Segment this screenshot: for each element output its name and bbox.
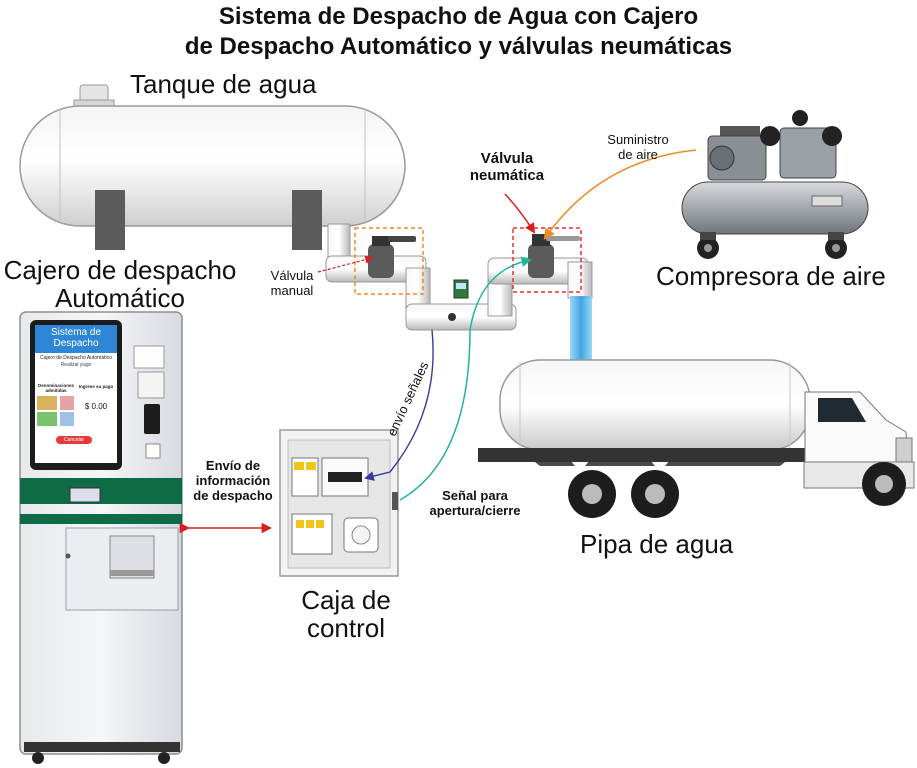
water-tank (19, 84, 406, 250)
piping (325, 223, 593, 331)
dispatch-info-label-line2: información (195, 473, 271, 488)
kiosk-screen-denominations-line2: admitidas (45, 388, 67, 393)
air-compressor (681, 110, 869, 259)
manual-valve-label: Válvula manual (262, 268, 322, 298)
control-box-label-line2: control (306, 613, 386, 643)
pneumatic-valve-label: Válvula neumática (452, 150, 562, 184)
air-supply-label-line1: Suministro (607, 132, 669, 147)
manual-valve-label-line1: Válvula (270, 268, 314, 283)
air-supply-arrow (543, 149, 697, 240)
atm-label-line2: Automático (54, 283, 186, 313)
kiosk-screen-header: Sistema de Despacho (35, 327, 117, 349)
atm-label: Cajero de despacho Automático (0, 256, 240, 312)
air-supply-label-line2: de aire (618, 147, 658, 162)
manual-valve-pointer (317, 255, 374, 273)
truck-label: Pipa de agua (580, 529, 734, 559)
kiosk-screen-make-payment: Realizar pago (60, 362, 92, 368)
kiosk-cancel-button[interactable]: Cancelar (63, 437, 84, 443)
water-truck (478, 359, 915, 518)
page-title-line2: de Despacho Automático y válvulas neumát… (184, 33, 733, 60)
open-close-signal-label-line1: Señal para (442, 488, 508, 503)
compressor-label: Compresora de aire (656, 261, 886, 291)
control-box-label: Caja de control (286, 586, 406, 642)
kiosk-screen-enter-payment: Ingrese su pago (78, 384, 114, 389)
dispatch-info-label-line3: de despacho (193, 488, 273, 503)
dispatch-kiosk (19, 311, 183, 764)
open-close-signal-label: Señal para apertura/cierre (420, 488, 530, 518)
dispatch-info-label-line1: Envío de (205, 458, 261, 473)
water-stream (570, 296, 592, 362)
open-close-signal-arrow (399, 256, 533, 501)
kiosk-screen-subtitle: Cajero de Despacho Automático (40, 355, 112, 361)
page-title-line1: Sistema de Despacho de Agua con Cajero (218, 3, 699, 30)
control-box-label-line1: Caja de (301, 585, 391, 615)
pneumatic-valve-label-line2: neumática (469, 167, 545, 184)
dispatch-info-label: Envío de información de despacho (190, 458, 276, 503)
air-supply-label: Suministro de aire (598, 132, 678, 162)
kiosk-screen-denominations-line1: Denominaciones (37, 383, 74, 388)
manual-valve (354, 227, 424, 295)
tank-label: Tanque de agua (130, 69, 317, 99)
control-box (279, 429, 399, 577)
kiosk-screen-denominations: Denominaciones admitidas (36, 383, 76, 393)
kiosk-screen-amount: $ 0.00 (84, 402, 108, 411)
pneumatic-valve-pointer (504, 193, 536, 234)
signals-arrow (364, 329, 434, 481)
kiosk-screen-header-line2: Despacho (53, 338, 99, 349)
atm-label-line1: Cajero de despacho (3, 255, 237, 285)
open-close-signal-label-line2: apertura/cierre (429, 503, 521, 518)
manual-valve-label-line2: manual (270, 283, 314, 298)
pneumatic-valve-label-line1: Válvula (480, 150, 534, 167)
page-title: Sistema de Despacho de Agua con Cajero d… (0, 2, 917, 62)
kiosk-screen-header-line1: Sistema de (50, 327, 102, 338)
